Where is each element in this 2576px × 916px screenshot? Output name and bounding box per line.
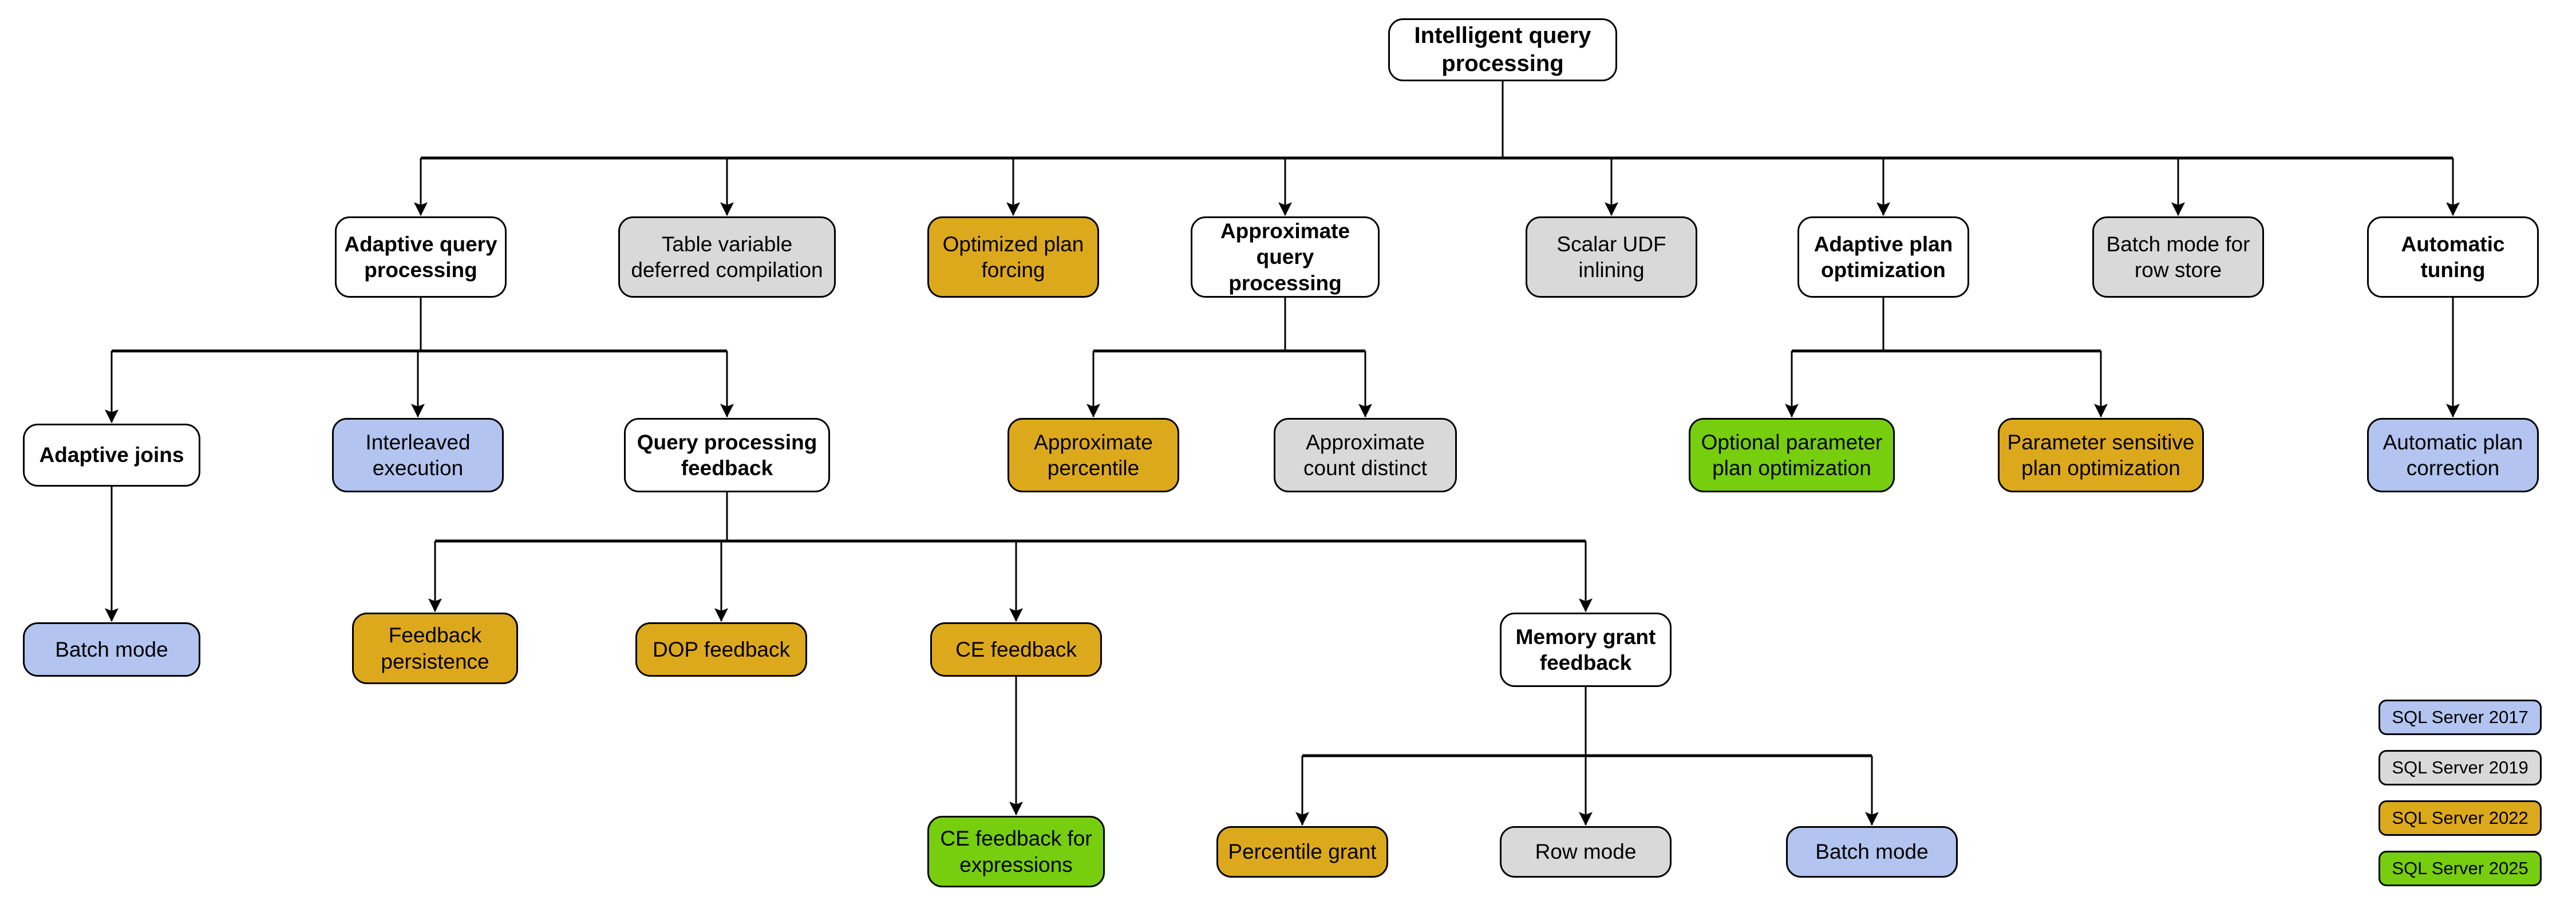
- node-aj[interactable]: Adaptive joins: [23, 424, 200, 487]
- legend-item-sql-server-2019: SQL Server 2019: [2379, 750, 2542, 785]
- node-apo[interactable]: Adaptive plan optimization: [1797, 216, 1969, 298]
- legend-item-sql-server-2022: SQL Server 2022: [2379, 800, 2542, 836]
- node-rm[interactable]: Row mode: [1500, 826, 1672, 878]
- node-ap[interactable]: Approximate percentile: [1008, 418, 1179, 492]
- node-dopf[interactable]: DOP feedback: [635, 622, 807, 677]
- node-apq[interactable]: Approximate query processing: [1191, 216, 1380, 298]
- node-cefe[interactable]: CE feedback for expressions: [927, 816, 1105, 887]
- node-ie[interactable]: Interleaved execution: [332, 418, 504, 492]
- node-mgf[interactable]: Memory grant feedback: [1500, 613, 1672, 687]
- node-sudf[interactable]: Scalar UDF inlining: [1526, 216, 1697, 298]
- node-pspo[interactable]: Parameter sensitive plan optimization: [1998, 418, 2204, 492]
- node-oppo[interactable]: Optional parameter plan optimization: [1689, 418, 1895, 492]
- node-cef[interactable]: CE feedback: [930, 622, 1102, 677]
- node-apc[interactable]: Automatic plan correction: [2367, 418, 2539, 492]
- legend-item-sql-server-2025: SQL Server 2025: [2379, 851, 2542, 886]
- node-qpf[interactable]: Query processing feedback: [624, 418, 830, 492]
- node-bm2[interactable]: Batch mode: [1786, 826, 1958, 878]
- node-acd[interactable]: Approximate count distinct: [1274, 418, 1457, 492]
- legend-item-sql-server-2017: SQL Server 2017: [2379, 700, 2542, 735]
- node-opf[interactable]: Optimized plan forcing: [927, 216, 1099, 298]
- node-aqp[interactable]: Adaptive query processing: [335, 216, 507, 298]
- node-at[interactable]: Automatic tuning: [2367, 216, 2539, 298]
- node-bm1[interactable]: Batch mode: [23, 622, 200, 677]
- node-tvdc[interactable]: Table variable deferred compilation: [618, 216, 836, 298]
- node-pg[interactable]: Percentile grant: [1216, 826, 1388, 878]
- node-root[interactable]: Intelligent query processing: [1388, 18, 1617, 81]
- node-bmrs[interactable]: Batch mode for row store: [2092, 216, 2264, 298]
- node-fp[interactable]: Feedback persistence: [352, 613, 518, 684]
